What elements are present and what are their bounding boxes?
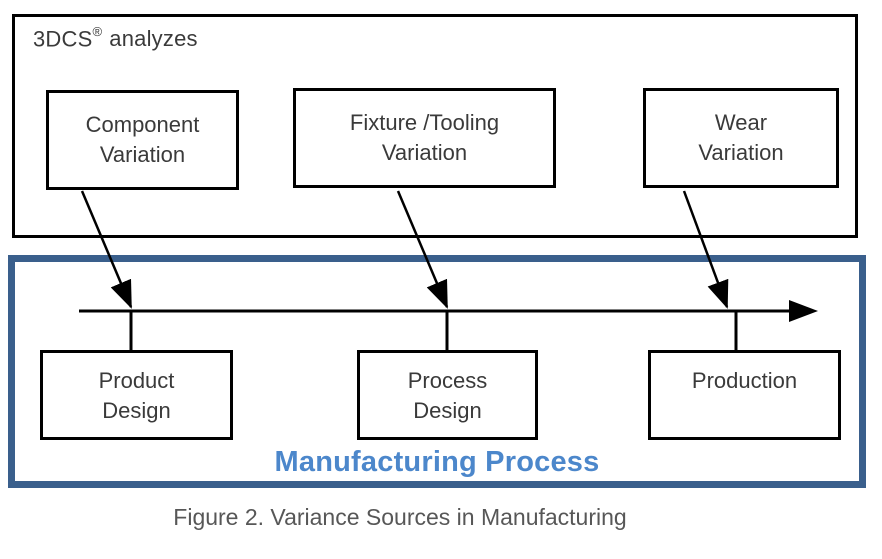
production-label: Production — [691, 368, 798, 393]
wear-variation-box: Wear Variation — [643, 88, 839, 188]
fixture-tooling-variation-box: Fixture /Tooling Variation — [293, 88, 556, 188]
process-design-box: Process Design — [357, 350, 538, 440]
manufacturing-process-title: Manufacturing Process — [274, 446, 600, 478]
figure-caption: Figure 2. Variance Sources in Manufactur… — [173, 504, 627, 530]
product-design-box: Product Design — [40, 350, 233, 440]
process-design-label: Process Design — [407, 368, 488, 423]
product-design-label: Product Design — [98, 368, 175, 423]
analyzes-group-title: 3DCS® analyzes — [33, 24, 198, 52]
component-variation-box: Component Variation — [46, 90, 239, 190]
fixture-tooling-variation-label: Fixture /Tooling Variation — [349, 110, 500, 165]
wear-variation-label: Wear Variation — [698, 110, 784, 165]
production-box: Production — [648, 350, 841, 440]
component-variation-label: Component Variation — [85, 112, 200, 167]
analyzes-group-box: 3DCS® analyzes Component Variation Fixtur… — [12, 14, 858, 238]
analyzes-verb: analyzes — [109, 26, 198, 52]
registered-trademark-mark: ® — [92, 24, 103, 39]
brand-name: 3DCS — [33, 26, 93, 52]
manufacturing-process-box: Product Design Process Design Production… — [8, 255, 866, 488]
